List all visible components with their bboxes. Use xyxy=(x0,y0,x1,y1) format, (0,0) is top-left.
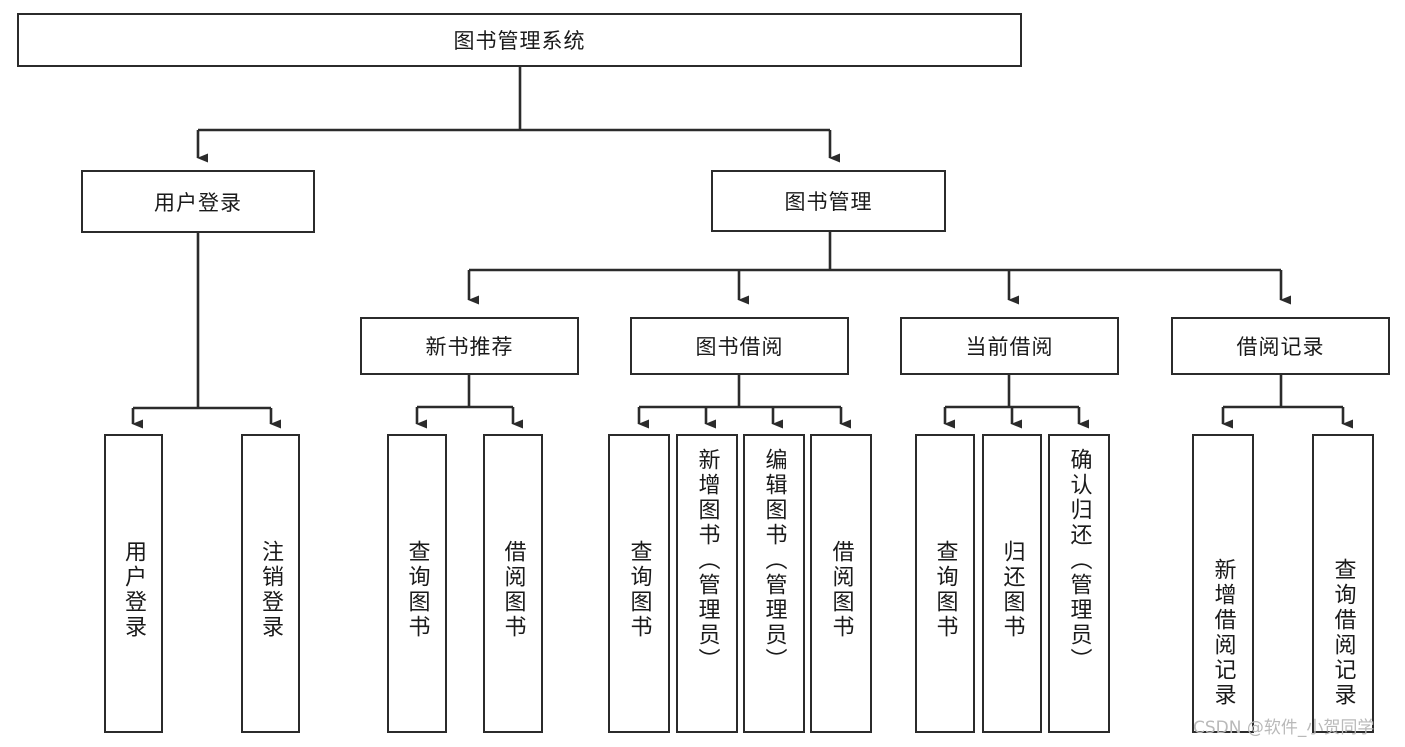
leaf-confirm-return-admin-label: 确认归还（管理员） xyxy=(1066,448,1092,673)
leaf-recommend-borrow-book-label: 借阅图书 xyxy=(500,540,526,640)
leaf-recommend-query-book-label: 查询图书 xyxy=(404,540,430,640)
watermark: CSDN @软件_小贺同学 xyxy=(1193,718,1375,738)
node-root[interactable]: 图书管理系统 xyxy=(17,13,1022,67)
leaf-current-query-book[interactable]: 查询图书 xyxy=(915,434,975,733)
leaf-add-borrow-record-label: 新增借阅记录 xyxy=(1210,558,1236,708)
leaf-add-book-admin[interactable]: 新增图书（管理员） xyxy=(676,434,738,733)
leaf-borrow-book[interactable]: 借阅图书 xyxy=(810,434,872,733)
leaf-current-query-book-label: 查询图书 xyxy=(932,540,958,640)
leaf-add-borrow-record[interactable]: 新增借阅记录 xyxy=(1192,434,1254,733)
node-root-label: 图书管理系统 xyxy=(453,29,586,53)
leaf-recommend-query-book[interactable]: 查询图书 xyxy=(387,434,447,733)
leaf-user-login-label: 用户登录 xyxy=(121,540,147,640)
leaf-edit-book-admin[interactable]: 编辑图书（管理员） xyxy=(743,434,805,733)
node-new-book-recommend[interactable]: 新书推荐 xyxy=(360,317,579,375)
node-user-login-label: 用户登录 xyxy=(154,190,242,215)
node-book-borrow[interactable]: 图书借阅 xyxy=(630,317,849,375)
node-book-management-label: 图书管理 xyxy=(784,190,873,214)
leaf-query-borrow-record-label: 查询借阅记录 xyxy=(1330,558,1356,708)
node-current-borrow-label: 当前借阅 xyxy=(965,335,1054,359)
leaf-user-login[interactable]: 用户登录 xyxy=(104,434,163,733)
leaf-confirm-return-admin[interactable]: 确认归还（管理员） xyxy=(1048,434,1110,733)
node-borrow-record[interactable]: 借阅记录 xyxy=(1171,317,1390,375)
leaf-return-book[interactable]: 归还图书 xyxy=(982,434,1042,733)
node-book-management[interactable]: 图书管理 xyxy=(711,170,946,232)
node-new-book-recommend-label: 新书推荐 xyxy=(425,335,514,359)
leaf-return-book-label: 归还图书 xyxy=(999,540,1025,640)
leaf-borrow-query-book[interactable]: 查询图书 xyxy=(608,434,670,733)
node-user-login[interactable]: 用户登录 xyxy=(81,170,315,233)
leaf-query-borrow-record[interactable]: 查询借阅记录 xyxy=(1312,434,1374,733)
leaf-borrow-query-book-label: 查询图书 xyxy=(626,540,652,640)
leaf-recommend-borrow-book[interactable]: 借阅图书 xyxy=(483,434,543,733)
leaf-add-book-admin-label: 新增图书（管理员） xyxy=(694,448,720,673)
node-book-borrow-label: 图书借阅 xyxy=(695,335,784,359)
node-borrow-record-label: 借阅记录 xyxy=(1236,335,1325,359)
node-current-borrow[interactable]: 当前借阅 xyxy=(900,317,1119,375)
leaf-borrow-book-label: 借阅图书 xyxy=(828,540,854,640)
leaf-logout-label: 注销登录 xyxy=(258,540,284,640)
leaf-logout[interactable]: 注销登录 xyxy=(241,434,300,733)
leaf-edit-book-admin-label: 编辑图书（管理员） xyxy=(761,448,787,673)
